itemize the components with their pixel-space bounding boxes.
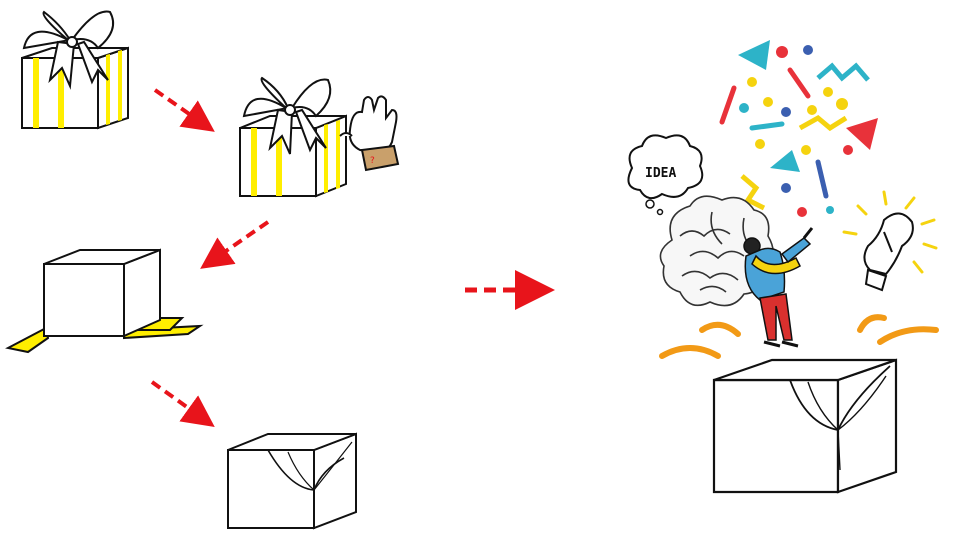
hand-glove-icon: ? [339, 95, 400, 172]
thought-bubble: IDEA [627, 134, 704, 216]
dashed-arrow-icon [150, 380, 215, 427]
gift-box-icon [21, 10, 129, 130]
dashed-arrow-icon [200, 220, 270, 269]
light-bulb-icon [842, 190, 938, 292]
sparks [659, 314, 939, 359]
torn-box-icon [227, 432, 357, 530]
person-icon [743, 227, 814, 348]
open-box-icon [5, 248, 204, 354]
confetti [719, 40, 878, 217]
torn-box-icon [712, 358, 898, 494]
dashed-arrow-icon [153, 88, 215, 132]
gift-box-icon [239, 76, 347, 198]
svg-text:?: ? [370, 156, 375, 166]
thought-bubble-text: IDEA [645, 166, 676, 181]
